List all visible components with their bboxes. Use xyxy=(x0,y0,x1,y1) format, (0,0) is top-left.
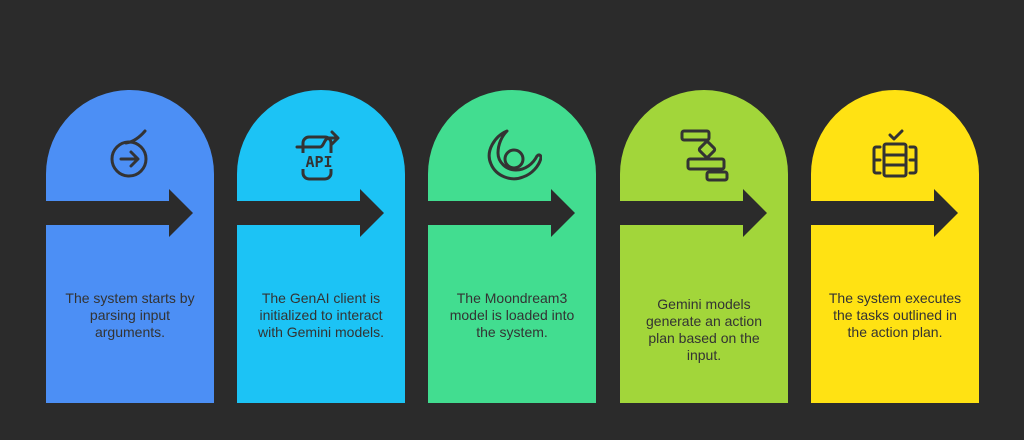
api-file-icon: API xyxy=(295,130,340,181)
step-label: The GenAI client is initialized to inter… xyxy=(257,289,385,340)
step-column-4: Gemini models generate an action plan ba… xyxy=(597,90,788,403)
step-4-icon-wrap xyxy=(620,123,788,183)
step-label: The Moondream3 model is loaded into the … xyxy=(449,289,575,340)
flow-arrow xyxy=(214,189,384,237)
step-column-5: The system executes the tasks outlined i… xyxy=(788,90,979,403)
step-1-icon-wrap xyxy=(46,123,214,183)
step-5-icon-wrap xyxy=(811,123,979,183)
moondream-swirl-icon xyxy=(487,129,542,181)
step-column-2: API The GenAI client is initialized to i… xyxy=(214,90,405,403)
step-label: Gemini models generate an action plan ba… xyxy=(646,296,762,363)
step-3-icon-wrap xyxy=(428,123,596,183)
step-column-3: The Moondream3 model is loaded into the … xyxy=(405,90,596,403)
step-label: The system starts by parsing input argum… xyxy=(65,289,195,340)
flow-arrow xyxy=(405,189,575,237)
step-2-icon-wrap: API xyxy=(237,123,405,183)
gantt-chart-icon xyxy=(680,129,729,182)
flow-arrow xyxy=(788,189,958,237)
arrow-into-circle-icon xyxy=(110,129,148,178)
table-check-icon xyxy=(872,129,918,178)
step-label: The system executes the tasks outlined i… xyxy=(828,289,962,340)
step-column-1: The system starts by parsing input argum… xyxy=(23,90,214,403)
flow-arrow xyxy=(23,189,193,237)
api-icon-text: API xyxy=(305,153,332,171)
flow-arrow xyxy=(597,189,767,237)
